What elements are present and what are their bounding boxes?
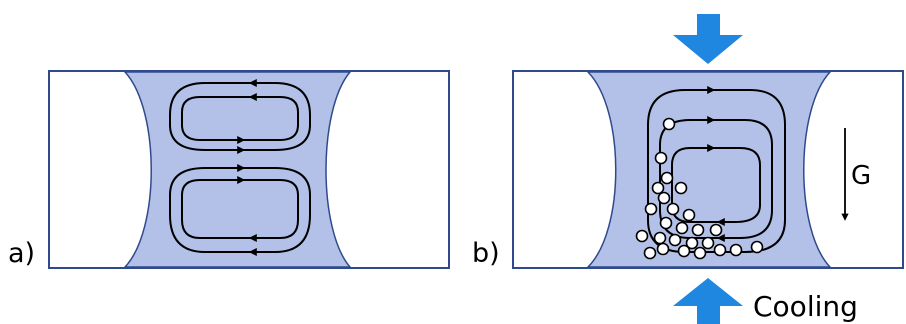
- bubble: [666, 202, 680, 216]
- panel-a-lower-outer-flow: [169, 167, 311, 253]
- panel-a-label: a): [8, 238, 35, 269]
- bubble: [691, 223, 705, 237]
- bubble: [709, 223, 723, 237]
- panel-a: a): [8, 70, 450, 269]
- cooling-arrow-bottom-icon: [673, 278, 743, 324]
- bubble: [653, 231, 667, 245]
- panel-b-inner-flow: [671, 147, 761, 223]
- bubble: [701, 236, 715, 250]
- bubble: [654, 151, 668, 165]
- bubble: [660, 171, 674, 185]
- panel-b-label: b): [472, 238, 500, 269]
- bubble: [674, 181, 688, 195]
- bubble: [675, 221, 689, 235]
- bubble: [656, 242, 670, 256]
- panel-a-lower-inner-flow: [181, 179, 299, 239]
- bubble: [643, 246, 657, 260]
- bubble: [635, 229, 649, 243]
- bubble: [644, 202, 658, 216]
- bubble: [659, 216, 673, 230]
- gravity-label: G: [851, 161, 871, 191]
- bubble: [662, 117, 676, 131]
- bubble: [750, 240, 764, 254]
- panel-b: G b): [472, 70, 904, 269]
- bubble: [677, 244, 691, 258]
- bubble: [685, 236, 699, 250]
- bubble: [693, 246, 707, 260]
- bubble: [651, 181, 665, 195]
- cooling-label: Cooling: [753, 290, 858, 323]
- bubble: [657, 191, 671, 205]
- bubble: [729, 243, 743, 257]
- bubble: [713, 243, 727, 257]
- bubble: [682, 208, 696, 222]
- panel-b-middle-flow: [659, 119, 773, 239]
- panel-b-bubbles: [635, 117, 764, 260]
- bubble: [668, 233, 682, 247]
- cooling-arrow-top-icon: [673, 14, 743, 64]
